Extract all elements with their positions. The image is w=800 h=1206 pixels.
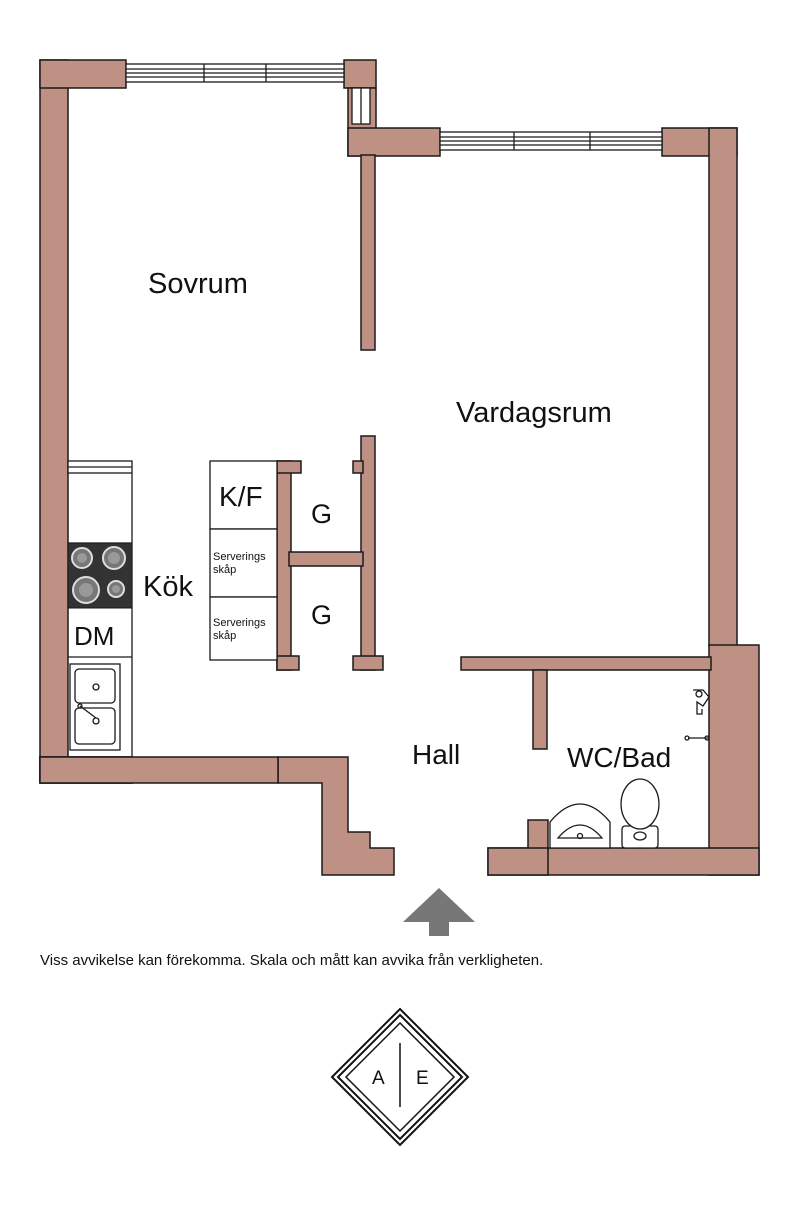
- logo-letter-right: E: [416, 1068, 429, 1089]
- stove-icon: [67, 542, 133, 609]
- washbasin-icon: [549, 803, 611, 849]
- room-label-dm: DM: [74, 621, 114, 651]
- shower-icon: [684, 689, 710, 741]
- logo-icon: A E: [330, 1007, 470, 1147]
- room-label-hall: Hall: [412, 739, 460, 770]
- logo-letter-left: A: [372, 1068, 385, 1089]
- room-label-g-upper: G: [311, 499, 332, 529]
- toilet-icon: [620, 778, 660, 849]
- outer-walls: [39, 59, 760, 876]
- bathroom-fixtures: [549, 689, 710, 849]
- room-label-g-lower: G: [311, 600, 332, 630]
- cabinet-label-2b: skåp: [213, 630, 236, 642]
- cabinet-label-1b: skåp: [213, 564, 236, 576]
- interior-walls: [276, 154, 712, 750]
- cabinet-label-2a: Serverings: [213, 617, 266, 629]
- cabinet-label-1a: Serverings: [213, 551, 266, 563]
- entrance-arrow-icon: [403, 888, 475, 936]
- room-label-sovrum: Sovrum: [148, 268, 248, 300]
- room-label-vardagsrum: Vardagsrum: [456, 397, 612, 429]
- kitchen-fixtures: [67, 460, 278, 757]
- room-label-wcbad: WC/Bad: [567, 742, 671, 773]
- room-label-kf: K/F: [219, 481, 263, 512]
- windows: [67, 63, 663, 474]
- sink-icon: [69, 663, 121, 751]
- disclaimer-text: Viss avvikelse kan förekomma. Skala och …: [40, 952, 544, 969]
- room-label-kok: Kök: [143, 571, 193, 603]
